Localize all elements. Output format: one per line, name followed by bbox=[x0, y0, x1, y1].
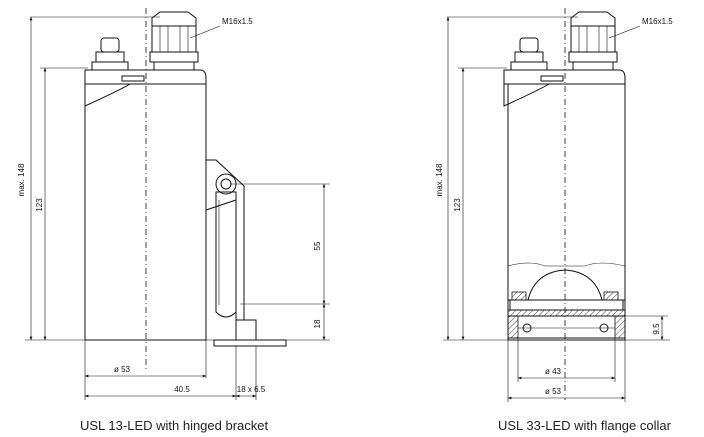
dim-height-label: 123 bbox=[453, 198, 462, 212]
dim-bracket-lower-label: 18 bbox=[313, 319, 322, 328]
led-knob bbox=[91, 37, 129, 71]
sensor-head bbox=[84, 69, 207, 85]
hinged-bracket bbox=[205, 159, 287, 347]
dim-collar-height-label: 9.5 bbox=[652, 323, 661, 335]
dim-max-height-label: max. 148 bbox=[435, 163, 444, 196]
thread-label: M16x1.5 bbox=[642, 17, 673, 26]
dim-offset-label: 40.5 bbox=[174, 385, 190, 394]
cable-gland bbox=[568, 11, 618, 71]
thread-label: M16x1.5 bbox=[222, 17, 253, 26]
head-slot bbox=[540, 75, 564, 82]
sensor-body bbox=[84, 83, 207, 341]
flange-collar bbox=[507, 262, 626, 339]
cable-gland bbox=[149, 11, 199, 71]
dim-max-height-label: max. 148 bbox=[17, 163, 26, 196]
dim-diameter-label: ø 53 bbox=[545, 387, 562, 396]
head-wedge bbox=[503, 83, 551, 107]
led-knob bbox=[510, 37, 548, 71]
dim-foot-label: 18 x 6.5 bbox=[237, 385, 266, 394]
sensor-body bbox=[507, 83, 626, 341]
dim-height-label: 123 bbox=[35, 198, 44, 212]
head-wedge bbox=[84, 83, 132, 107]
sensor-head bbox=[503, 69, 626, 85]
head-slot bbox=[121, 75, 145, 82]
right-sensor-drawing: max. 148 123 M16x1.5 bbox=[435, 8, 673, 402]
left-sensor-drawing: max. 148 123 M16x1.5 bbox=[17, 8, 330, 400]
dim-inner-diameter-label: ø 43 bbox=[545, 367, 562, 376]
left-figure-caption: USL 13-LED with hinged bracket bbox=[80, 418, 269, 433]
dim-diameter-label: ø 53 bbox=[114, 365, 131, 374]
thread-leader bbox=[189, 25, 221, 39]
dim-bracket-upper-label: 55 bbox=[313, 241, 322, 250]
thread-leader bbox=[608, 25, 641, 39]
right-figure-caption: USL 33-LED with flange collar bbox=[498, 418, 671, 433]
